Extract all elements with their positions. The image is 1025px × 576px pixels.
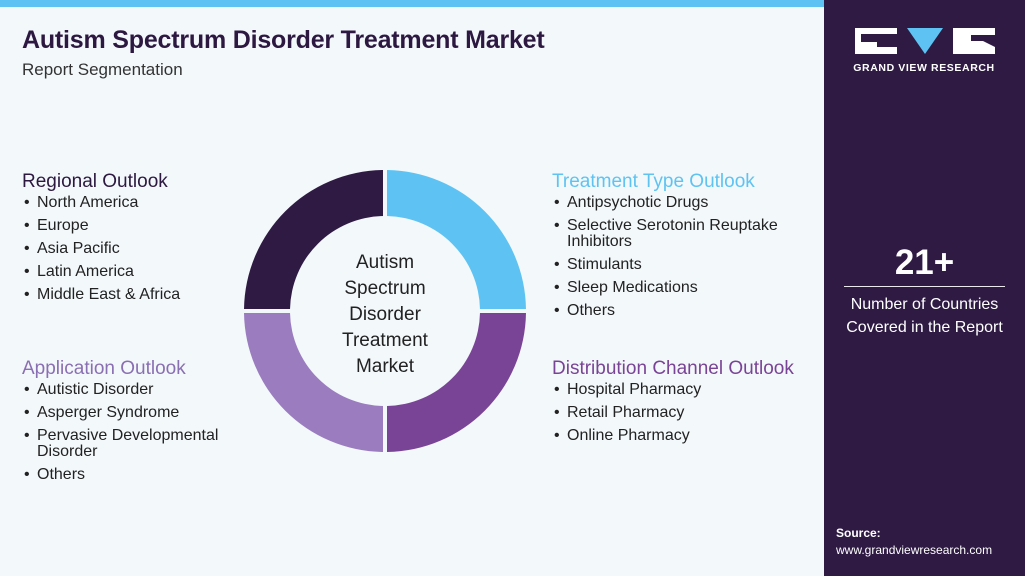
donut-segment-treatment — [386, 170, 526, 310]
segment-item: Asia Pacific — [22, 241, 242, 258]
segmentation-donut — [244, 170, 526, 452]
center-line: Disorder — [349, 304, 421, 325]
center-line: Spectrum — [344, 278, 426, 299]
logo-g-icon — [855, 28, 897, 54]
segment-item: Latin America — [22, 264, 242, 281]
segment-item: Europe — [22, 218, 242, 235]
segment-item: Retail Pharmacy — [552, 405, 802, 422]
segment-regional: Regional Outlook North AmericaEuropeAsia… — [22, 172, 242, 310]
donut-segment-application — [244, 312, 384, 452]
segment-list: North AmericaEuropeAsia PacificLatin Ame… — [22, 195, 242, 304]
stat-label: Number of Countries Covered in the Repor… — [824, 293, 1025, 339]
brand-logo: GRAND VIEW RESEARCH — [853, 28, 995, 74]
donut-segment-regional — [244, 170, 384, 310]
segment-item: Online Pharmacy — [552, 428, 802, 445]
brand-name: GRAND VIEW RESEARCH — [853, 62, 995, 74]
source-label: Source: — [836, 526, 881, 540]
segment-treatment: Treatment Type Outlook Antipsychotic Dru… — [552, 172, 802, 326]
segment-item: Stimulants — [552, 257, 802, 274]
segment-item: Asperger Syndrome — [22, 405, 257, 422]
segment-item: Hospital Pharmacy — [552, 382, 802, 399]
stat-label-line: Number of Countries — [850, 296, 999, 313]
stat-label-line: Covered in the Report — [846, 319, 1003, 336]
segment-item: North America — [22, 195, 242, 212]
segment-title: Regional Outlook — [22, 171, 168, 192]
sidebar: GRAND VIEW RESEARCH 21+ Number of Countr… — [824, 0, 1025, 576]
segment-item: Sleep Medications — [552, 280, 802, 297]
center-line: Treatment — [342, 330, 428, 351]
source-credit: Source: www.grandviewresearch.com — [836, 525, 992, 559]
donut-segment-distribution — [386, 312, 526, 452]
segment-list: Antipsychotic DrugsSelective Serotonin R… — [552, 195, 802, 320]
segment-item: Middle East & Africa — [22, 287, 242, 304]
stat-divider — [844, 286, 1005, 287]
segment-title: Distribution Channel Outlook — [552, 358, 794, 379]
center-line: Market — [355, 356, 415, 377]
segment-item: Antipsychotic Drugs — [552, 195, 802, 212]
logo-v-icon — [907, 28, 943, 54]
logo-r-icon — [953, 28, 995, 54]
segment-application: Application Outlook Autistic DisorderAsp… — [22, 359, 257, 490]
segment-item: Pervasive Developmental Disorder — [22, 428, 257, 460]
page-title: Autism Spectrum Disorder Treatment Marke… — [22, 26, 545, 54]
segment-item: Others — [22, 467, 257, 484]
segment-item: Selective Serotonin Reuptake Inhibitors — [552, 218, 802, 250]
segment-title: Treatment Type Outlook — [552, 171, 755, 192]
top-accent-bar — [0, 0, 824, 7]
stat-value: 21+ — [894, 243, 955, 282]
donut-center-label: Autism Spectrum Disorder Treatment Marke… — [325, 250, 445, 380]
segment-list: Hospital PharmacyRetail PharmacyOnline P… — [552, 382, 802, 445]
center-line: Autism — [355, 252, 415, 273]
source-url[interactable]: www.grandviewresearch.com — [836, 543, 993, 557]
page-subtitle: Report Segmentation — [22, 60, 183, 79]
segment-distribution: Distribution Channel Outlook Hospital Ph… — [552, 359, 802, 451]
segment-list: Autistic DisorderAsperger SyndromePervas… — [22, 382, 257, 484]
logo-mark — [855, 28, 995, 54]
segment-item: Autistic Disorder — [22, 382, 257, 399]
segment-title: Application Outlook — [22, 358, 186, 379]
segment-item: Others — [552, 303, 802, 320]
